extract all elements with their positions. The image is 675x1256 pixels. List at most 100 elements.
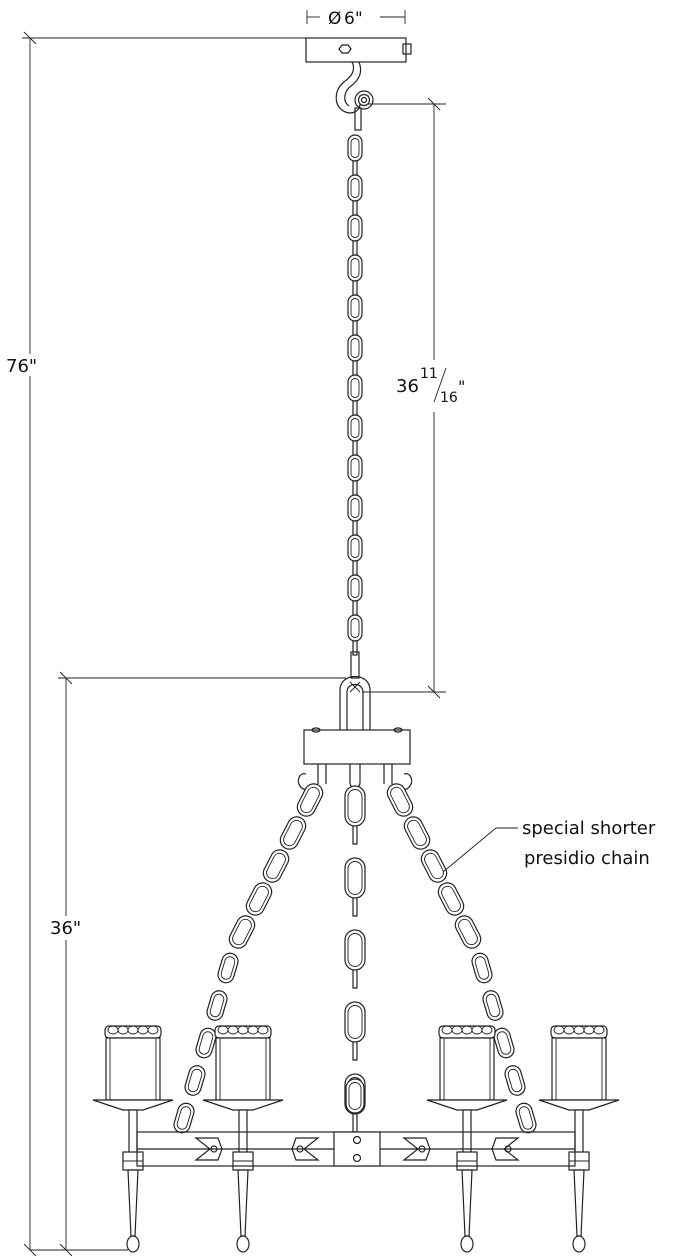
chain-link xyxy=(347,254,363,282)
candle-cups xyxy=(92,1025,620,1253)
arm-chain-link xyxy=(262,849,290,883)
fixture-height-dimension: 36" xyxy=(30,671,346,1256)
candle-bobeche xyxy=(202,1099,284,1111)
chain-link xyxy=(347,414,363,442)
chain-length-denominator: 16 xyxy=(440,390,458,406)
finial-ball xyxy=(236,1235,250,1253)
hanging-chain xyxy=(347,134,363,656)
candle-spike xyxy=(127,1169,139,1237)
chain-link xyxy=(347,374,363,402)
arm-chain-link xyxy=(437,882,465,916)
arm-chain-link xyxy=(173,1102,195,1134)
ceiling-canopy xyxy=(305,37,412,114)
callout-line-1: special shorter xyxy=(522,818,656,839)
center-hub xyxy=(297,676,413,791)
chain-link xyxy=(345,1078,365,1114)
canopy-diameter-dimension: Ø 6" xyxy=(306,9,406,29)
swivel-loop xyxy=(354,90,374,131)
chain-link xyxy=(344,857,366,899)
chain-link-side xyxy=(352,640,358,656)
arm-chain-link xyxy=(386,783,414,817)
finial-ball xyxy=(460,1235,474,1253)
candle-crown xyxy=(438,1025,496,1039)
candle-sleeve xyxy=(105,1037,161,1101)
ring-ornament-left xyxy=(194,1137,320,1161)
arm-chain-link xyxy=(279,816,307,850)
chain-callout: special shorter presidio chain xyxy=(442,818,656,873)
arm-chain-link xyxy=(471,952,493,984)
chain-bottom-connector xyxy=(350,651,360,679)
candle-stem xyxy=(574,1109,584,1155)
ring-ornament-right xyxy=(402,1137,520,1161)
candle-arm xyxy=(92,1025,174,1253)
chain-link xyxy=(344,1001,366,1043)
chain-link xyxy=(347,334,363,362)
arm-chain-link xyxy=(206,990,228,1021)
candle-spike xyxy=(237,1169,249,1237)
chain-link xyxy=(344,785,366,827)
fixture-ring xyxy=(136,1131,576,1167)
chain-link-side xyxy=(352,360,358,376)
chain-length-dimension: 36 11 16 " xyxy=(362,97,474,699)
chain-link-side xyxy=(352,320,358,336)
chain-link-side xyxy=(352,400,358,416)
fixture-height-label: 36" xyxy=(50,918,81,939)
chain-link xyxy=(347,214,363,242)
center-chain xyxy=(344,785,366,1133)
chain-link-side xyxy=(352,240,358,256)
chain-link xyxy=(347,134,363,162)
chain-link-side xyxy=(352,440,358,456)
candle-bobeche xyxy=(426,1099,508,1111)
canopy-diameter-label: 6" xyxy=(344,9,363,29)
chain-link xyxy=(347,494,363,522)
arm-chain-link xyxy=(482,990,504,1021)
candle-arm xyxy=(538,1025,620,1253)
chain-link xyxy=(347,614,363,642)
chain-link xyxy=(347,454,363,482)
arm-chain-link xyxy=(296,783,324,817)
chain-link-side xyxy=(352,1039,358,1061)
arm-chain-link xyxy=(245,882,273,916)
fraction-slash xyxy=(433,367,447,403)
arm-chain-link xyxy=(217,952,239,984)
arm-chain-link xyxy=(403,816,431,850)
arm-chain-link xyxy=(493,1027,515,1059)
chain-length-inch-mark: " xyxy=(458,377,465,396)
candle-bobeche xyxy=(92,1099,174,1111)
candle-crown xyxy=(214,1025,272,1039)
chain-length-numerator: 11 xyxy=(420,366,438,382)
chain-link xyxy=(347,534,363,562)
arm-chain-link xyxy=(184,1065,206,1096)
overall-height-dimension: 76" xyxy=(4,31,310,1256)
diameter-symbol: Ø xyxy=(328,9,341,29)
arm-chain-link xyxy=(515,1102,537,1134)
chain-link-side xyxy=(352,200,358,216)
arm-chain-link xyxy=(420,849,448,883)
candle-arm xyxy=(202,1025,284,1253)
arm-chain-link xyxy=(454,915,482,949)
chain-link xyxy=(347,294,363,322)
arm-chain-link xyxy=(228,915,256,949)
candle-spike xyxy=(461,1169,473,1237)
chain-link-side xyxy=(352,160,358,176)
callout-line-2: presidio chain xyxy=(524,848,650,869)
chain-link-side xyxy=(352,280,358,296)
chain-link xyxy=(347,574,363,602)
chain-link xyxy=(347,174,363,202)
chain-link-side xyxy=(352,600,358,616)
overall-height-label: 76" xyxy=(6,356,37,377)
finial-ball xyxy=(126,1235,140,1253)
candle-bobeche xyxy=(538,1099,620,1111)
chain-link xyxy=(344,929,366,971)
arm-chain-link xyxy=(504,1065,526,1096)
candle-crown xyxy=(104,1025,162,1039)
candle-spike xyxy=(573,1169,585,1237)
candle-sleeve xyxy=(215,1037,271,1101)
candle-sleeve xyxy=(551,1037,607,1101)
chain-link-side xyxy=(352,1111,358,1133)
arm-chains xyxy=(173,783,537,1134)
chain-link-side xyxy=(352,520,358,536)
chain-link-side xyxy=(352,967,358,989)
chain-link-side xyxy=(352,895,358,917)
